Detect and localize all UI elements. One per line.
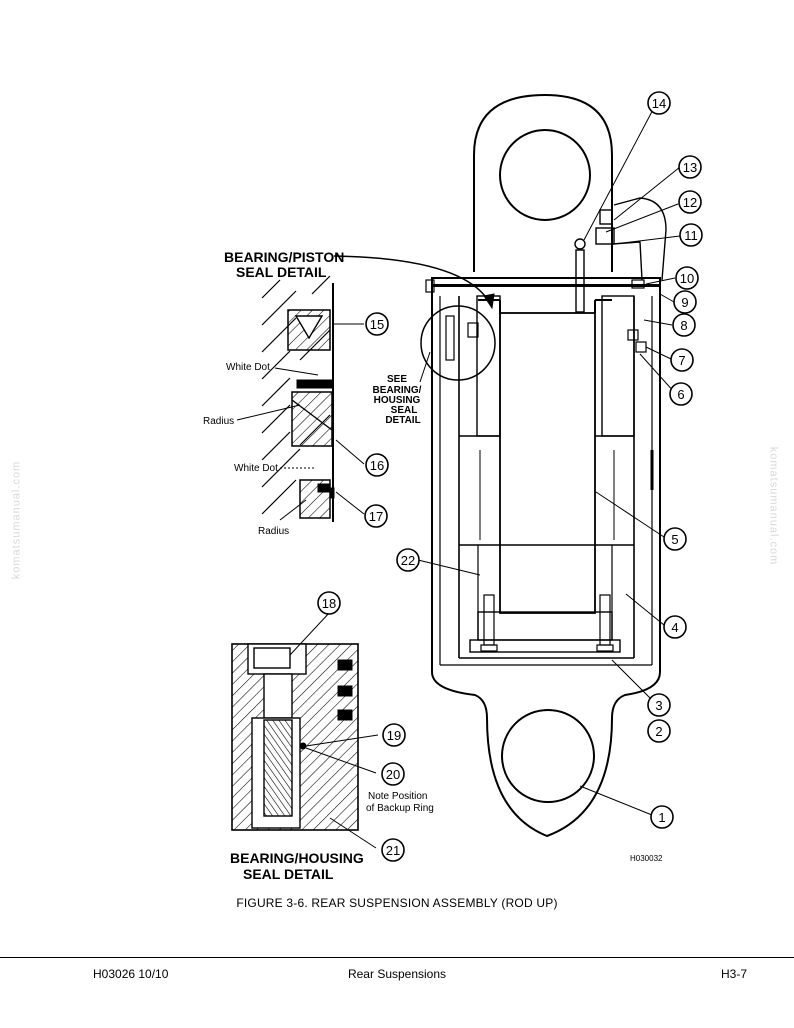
watermark: komatsumanual.com [10, 460, 23, 580]
callout-17: 17 [364, 504, 388, 528]
callout-11: 11 [679, 223, 703, 247]
callout-9: 9 [673, 290, 697, 314]
note-position-line-2: of Backup Ring [366, 803, 434, 814]
white-dot-label: White Dot [226, 362, 270, 373]
callout-3: 3 [647, 693, 671, 717]
svg-text:10: 10 [680, 271, 694, 286]
white-dot-label: White Dot [234, 463, 278, 474]
callout-2: 2 [647, 719, 671, 743]
radius-label: Radius [203, 416, 234, 427]
bottom-eye-bore [501, 709, 595, 803]
svg-text:16: 16 [370, 458, 384, 473]
piston-rod [499, 312, 596, 614]
figure-caption: FIGURE 3-6. REAR SUSPENSION ASSEMBLY (RO… [236, 896, 558, 910]
callout-21: 21 [381, 838, 405, 862]
top-eye-bore [499, 129, 591, 221]
footer-section-title: Rear Suspensions [347, 967, 447, 981]
svg-text:7: 7 [678, 353, 685, 368]
radius-label: Radius [258, 526, 289, 537]
see-note-line-2: BEARING/ [373, 385, 422, 396]
callout-18: 18 [317, 591, 341, 615]
svg-text:13: 13 [683, 160, 697, 175]
bearing-housing-title-line-2: SEAL DETAIL [243, 866, 334, 882]
callout-12: 12 [678, 190, 702, 214]
callout-14: 14 [647, 91, 671, 115]
bearing-housing-title-line-1: BEARING/HOUSING [230, 850, 364, 866]
svg-text:4: 4 [671, 620, 678, 635]
leader-lines [236, 103, 681, 849]
bearing-housing-seal-detail [231, 643, 359, 831]
svg-text:19: 19 [387, 728, 401, 743]
footer-document-code: H03026 10/10 [93, 967, 169, 981]
svg-text:15: 15 [370, 317, 384, 332]
svg-text:8: 8 [680, 318, 687, 333]
bearing-piston-title-line-1: BEARING/PISTON [224, 249, 344, 265]
callout-8: 8 [672, 313, 696, 337]
detail-labels: BEARING/PISTON SEAL DETAIL BEARING/HOUSI… [203, 249, 663, 882]
svg-text:17: 17 [369, 509, 383, 524]
svg-text:20: 20 [386, 767, 400, 782]
callout-22: 22 [396, 548, 420, 572]
callout-5: 5 [663, 527, 687, 551]
svg-text:18: 18 [322, 596, 336, 611]
svg-text:1: 1 [658, 810, 665, 825]
svg-text:22: 22 [401, 553, 415, 568]
bearing-piston-seal-detail [261, 275, 335, 522]
svg-text:12: 12 [683, 195, 697, 210]
svg-text:2: 2 [655, 724, 662, 739]
callout-20: 20 [381, 762, 405, 786]
svg-text:14: 14 [652, 96, 666, 111]
see-note-line-1: SEE [387, 374, 407, 385]
callout-15: 15 [365, 312, 389, 336]
footer-divider [0, 957, 794, 958]
callout-1: 1 [650, 805, 674, 829]
note-position-line-1: Note Position [368, 791, 427, 802]
svg-text:11: 11 [684, 228, 698, 243]
svg-text:21: 21 [386, 843, 400, 858]
drawing-id: H030032 [630, 854, 663, 863]
svg-text:5: 5 [671, 532, 678, 547]
watermark: komatsumanual.com [767, 446, 780, 566]
see-note-line-4: SEAL [391, 405, 418, 416]
footer-page-number: H3-7 [720, 967, 747, 981]
callout-16: 16 [365, 453, 389, 477]
svg-text:6: 6 [677, 387, 684, 402]
see-note-line-5: DETAIL [385, 415, 420, 426]
callout-13: 13 [678, 155, 702, 179]
bearing-piston-title-line-2: SEAL DETAIL [236, 264, 327, 280]
cylinder-assembly [420, 93, 667, 838]
see-note-line-3: HOUSING [374, 395, 421, 406]
callouts: 14 13 12 11 10 9 8 7 6 5 4 3 2 1 15 16 1… [317, 91, 703, 862]
callout-4: 4 [663, 615, 687, 639]
svg-text:3: 3 [655, 698, 662, 713]
callout-19: 19 [382, 723, 406, 747]
callout-7: 7 [670, 348, 694, 372]
callout-10: 10 [675, 266, 699, 290]
callout-6: 6 [669, 382, 693, 406]
svg-text:9: 9 [681, 295, 688, 310]
